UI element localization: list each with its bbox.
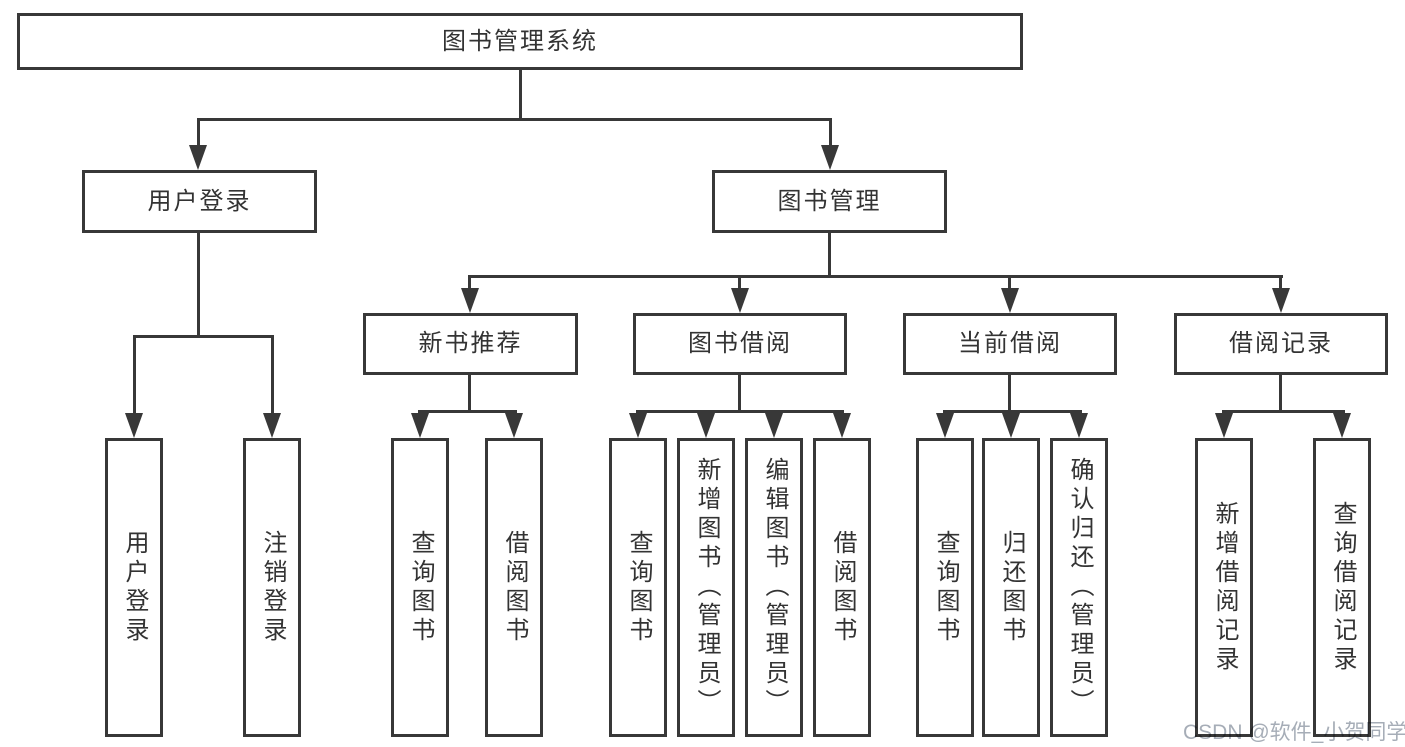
arrowhead-down-icon bbox=[1333, 413, 1351, 438]
arrowhead-down-icon bbox=[821, 145, 839, 170]
node-borrow-borrow-books: 借阅图书 bbox=[813, 438, 871, 737]
node-book-management: 图书管理 bbox=[712, 170, 947, 233]
node-user-login-action: 用户登录 bbox=[105, 438, 163, 737]
connector-vline bbox=[828, 233, 831, 278]
connector-vline bbox=[738, 375, 741, 410]
connector-vline bbox=[738, 275, 741, 288]
arrowhead-down-icon bbox=[411, 413, 429, 438]
node-new-book-recommendation: 新书推荐 bbox=[363, 313, 578, 375]
node-borrow-add-books-admin: 新增图书（管理员） bbox=[677, 438, 735, 737]
arrowhead-down-icon bbox=[765, 413, 783, 438]
node-borrow-edit-books-admin: 编辑图书（管理员） bbox=[745, 438, 803, 737]
arrowhead-down-icon bbox=[263, 413, 281, 438]
node-label: 查询借阅记录 bbox=[1329, 500, 1356, 675]
node-label: 归还图书 bbox=[998, 529, 1025, 646]
arrowhead-down-icon bbox=[189, 145, 207, 170]
connector-hline bbox=[636, 410, 844, 413]
node-label: 新增图书（管理员） bbox=[693, 457, 720, 718]
node-label: 注销登录 bbox=[259, 529, 286, 646]
connector-vline bbox=[197, 118, 200, 145]
arrowhead-down-icon bbox=[1001, 288, 1019, 313]
arrowhead-down-icon bbox=[1002, 413, 1020, 438]
arrowhead-down-icon bbox=[1070, 413, 1088, 438]
connector-vline bbox=[1279, 375, 1282, 410]
node-current-query-books: 查询图书 bbox=[916, 438, 974, 737]
connector-vline bbox=[1008, 275, 1011, 288]
arrowhead-down-icon bbox=[629, 413, 647, 438]
arrowhead-down-icon bbox=[125, 413, 143, 438]
node-newbook-query-books: 查询图书 bbox=[391, 438, 449, 737]
node-label: 新书推荐 bbox=[418, 330, 523, 357]
node-label: 借阅图书 bbox=[829, 529, 856, 646]
node-current-borrowing: 当前借阅 bbox=[903, 313, 1117, 375]
node-library-management-system: 图书管理系统 bbox=[17, 13, 1023, 70]
arrowhead-down-icon bbox=[505, 413, 523, 438]
arrowhead-down-icon bbox=[1215, 413, 1233, 438]
arrowhead-down-icon bbox=[936, 413, 954, 438]
arrowhead-down-icon bbox=[697, 413, 715, 438]
connector-vline bbox=[829, 118, 832, 145]
arrowhead-down-icon bbox=[461, 288, 479, 313]
connector-hline bbox=[943, 410, 1082, 413]
node-label: 查询图书 bbox=[932, 529, 959, 646]
node-label: 借阅记录 bbox=[1229, 330, 1333, 357]
connector-vline bbox=[519, 70, 522, 118]
node-current-return-books: 归还图书 bbox=[982, 438, 1040, 737]
node-label: 图书管理 bbox=[777, 187, 882, 215]
node-label: 新增借阅记录 bbox=[1211, 500, 1238, 675]
node-label: 借阅图书 bbox=[501, 529, 528, 646]
connector-vline bbox=[1279, 275, 1282, 288]
node-label: 查询图书 bbox=[407, 529, 434, 646]
connector-hline bbox=[418, 410, 517, 413]
node-book-borrowing: 图书借阅 bbox=[633, 313, 847, 375]
node-borrow-query-books: 查询图书 bbox=[609, 438, 667, 737]
connector-vline bbox=[271, 335, 274, 413]
node-label: 确认归还（管理员） bbox=[1066, 457, 1093, 718]
node-label: 编辑图书（管理员） bbox=[761, 457, 788, 718]
node-current-confirm-return-admin: 确认归还（管理员） bbox=[1050, 438, 1108, 737]
node-label: 用户登录 bbox=[121, 529, 148, 646]
connector-vline bbox=[468, 375, 471, 410]
arrowhead-down-icon bbox=[731, 288, 749, 313]
connector-vline bbox=[133, 335, 136, 413]
connector-hline bbox=[1222, 410, 1345, 413]
connector-vline bbox=[197, 233, 200, 338]
csdn-watermark: CSDN @软件_小贺同学 bbox=[1183, 721, 1405, 744]
arrowhead-down-icon bbox=[1272, 288, 1290, 313]
node-records-query-borrow-record: 查询借阅记录 bbox=[1313, 438, 1371, 737]
node-label: 当前借阅 bbox=[958, 330, 1062, 357]
connector-vline bbox=[468, 275, 471, 288]
connector-hline bbox=[197, 118, 832, 121]
node-label: 图书管理系统 bbox=[442, 27, 598, 55]
node-records-add-borrow-record: 新增借阅记录 bbox=[1195, 438, 1253, 737]
node-label: 查询图书 bbox=[625, 529, 652, 646]
connector-hline bbox=[133, 335, 274, 338]
node-newbook-borrow-books: 借阅图书 bbox=[485, 438, 543, 737]
node-logout: 注销登录 bbox=[243, 438, 301, 737]
arrowhead-down-icon bbox=[833, 413, 851, 438]
connector-hline bbox=[468, 275, 1283, 278]
connector-vline bbox=[1008, 375, 1011, 410]
node-label: 用户登录 bbox=[147, 187, 252, 215]
node-borrowing-records: 借阅记录 bbox=[1174, 313, 1388, 375]
node-user-login: 用户登录 bbox=[82, 170, 317, 233]
node-label: 图书借阅 bbox=[688, 330, 792, 357]
